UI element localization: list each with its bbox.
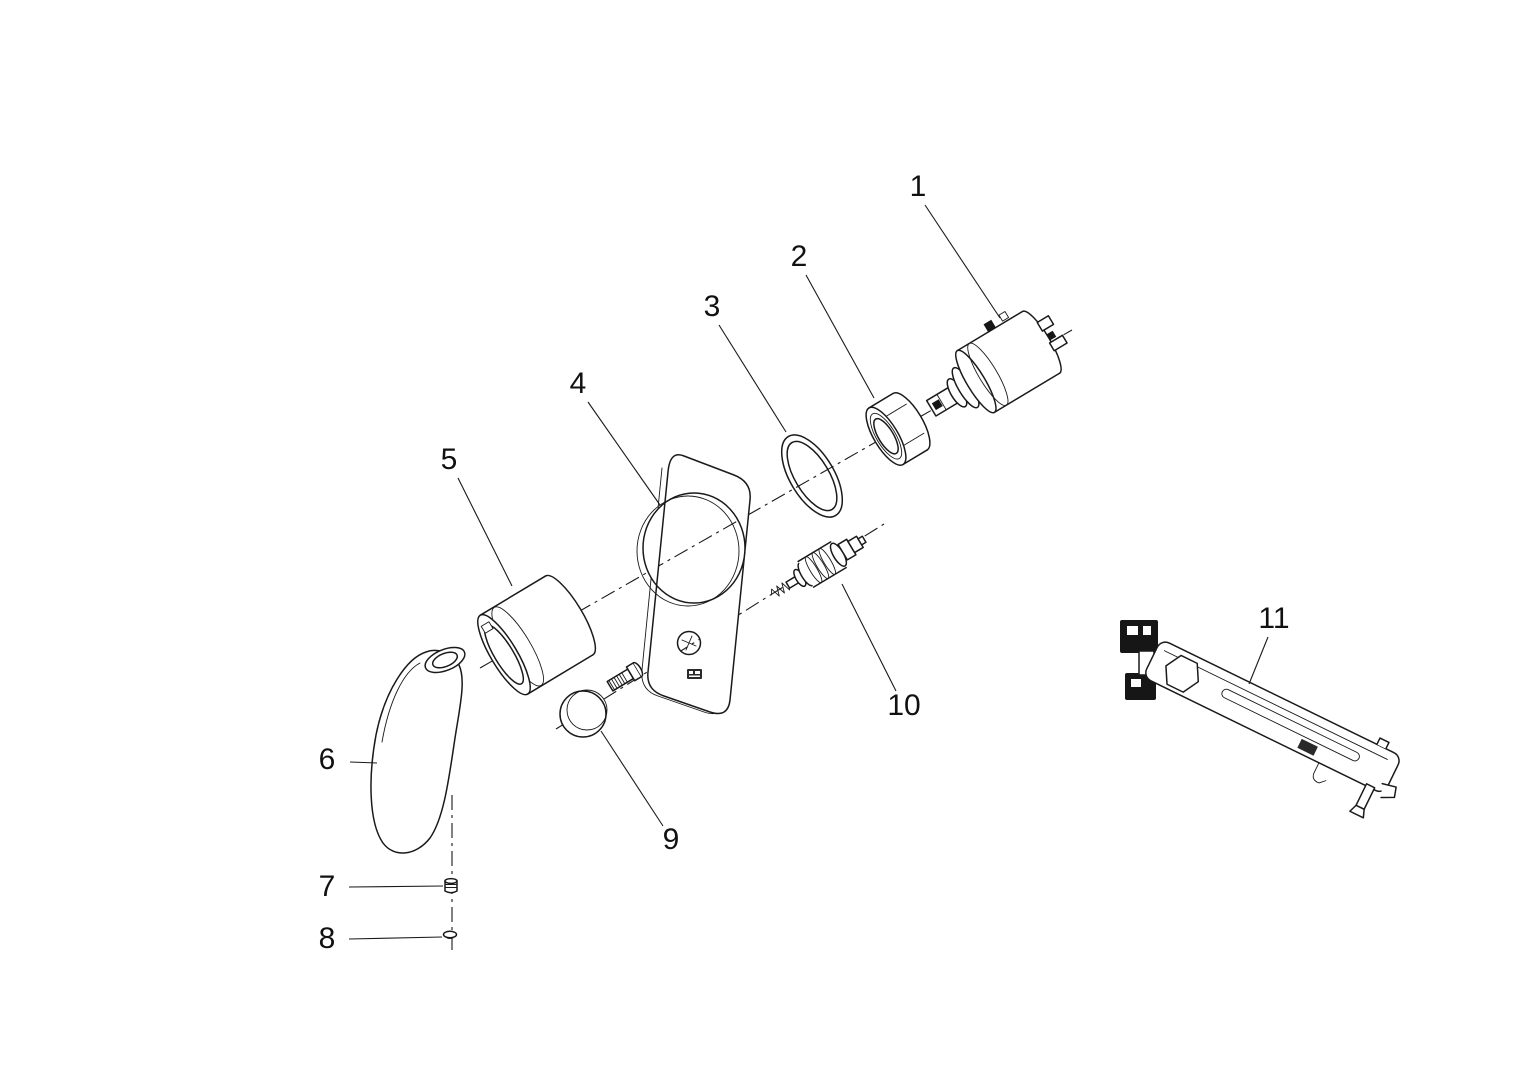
callout-6: 6 [318,743,336,776]
part-cartridge [925,310,1068,417]
part-escutcheon-plate [636,454,751,715]
part-mounting-tool [1120,620,1400,819]
brand-logo-mark [687,669,702,679]
part-set-screw [444,877,458,894]
part-handle-sleeve [477,574,597,696]
part-ring-nut [865,392,931,466]
callout-4: 4 [569,367,587,400]
part-lever-handle [370,646,466,854]
callout-5: 5 [440,443,458,476]
part-o-ring [780,434,844,518]
callout-8: 8 [318,922,336,955]
part-cover-plug [442,930,458,939]
callout-11: 11 [1258,602,1290,635]
callout-2: 2 [790,240,808,273]
callout-1: 1 [909,170,927,203]
callout-3: 3 [703,290,721,323]
callout-10: 10 [887,689,921,722]
callout-9: 9 [662,823,680,856]
part-check-valve [771,535,867,597]
leader-lines [348,204,1269,940]
callout-7: 7 [318,870,336,903]
part-button-screw [559,661,644,738]
